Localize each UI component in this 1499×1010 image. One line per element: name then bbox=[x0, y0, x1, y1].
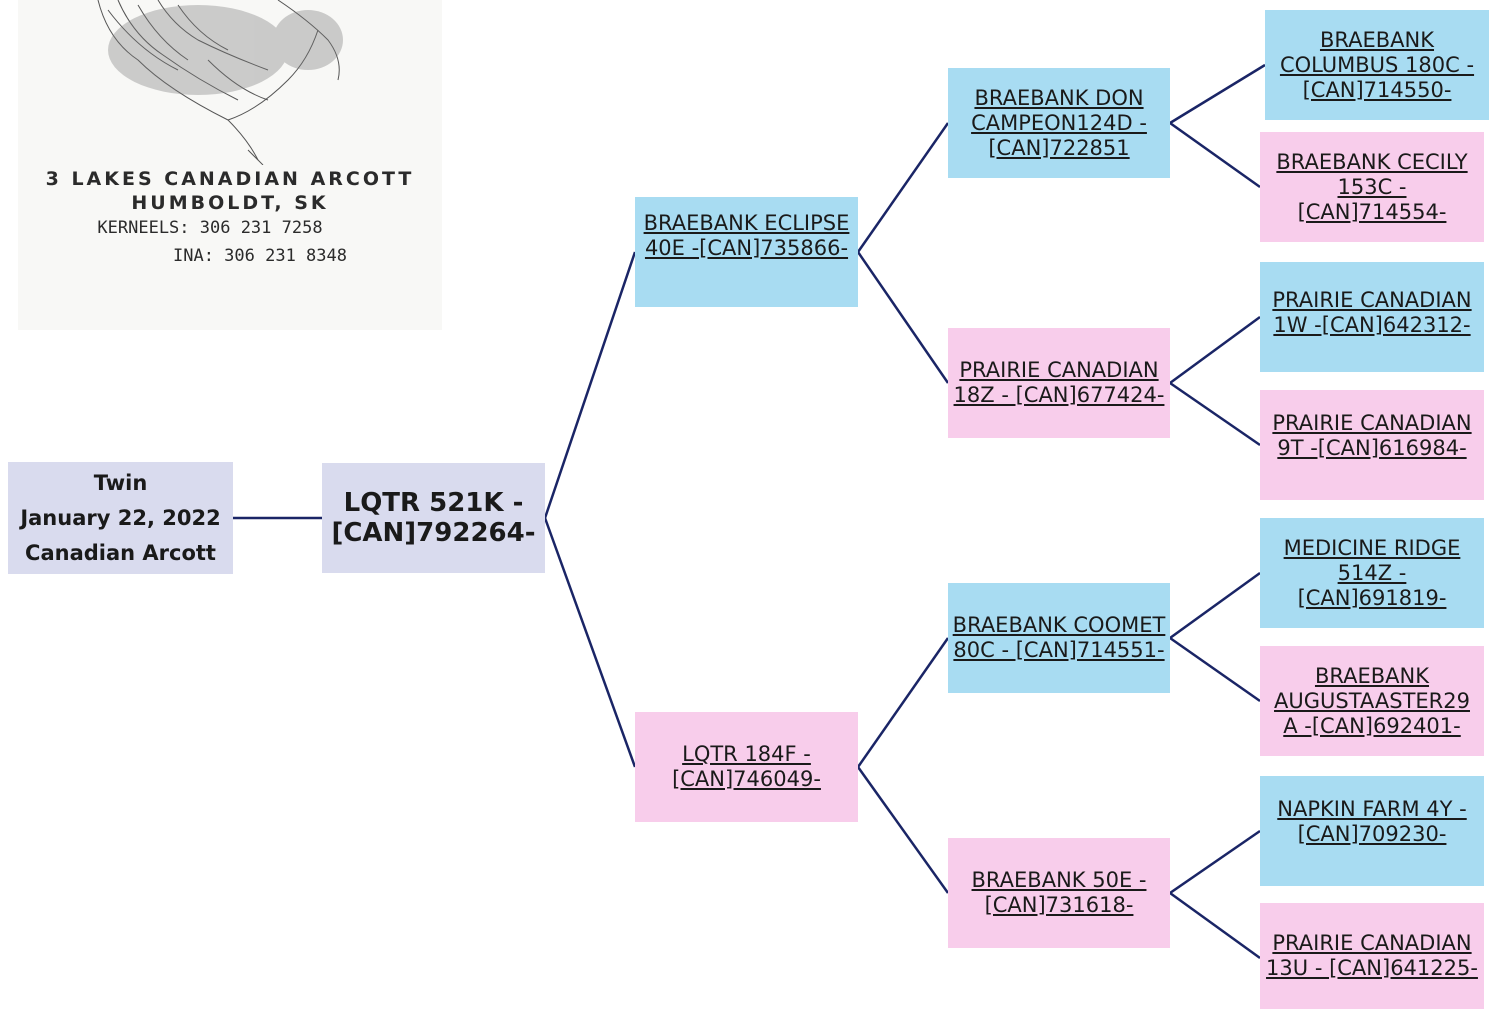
sire-dam-link[interactable]: PRAIRIE CANADIAN 18Z - [CAN]677424- bbox=[953, 358, 1165, 407]
sire-sire-link[interactable]: BRAEBANK DON CAMPEON124D - [CAN]722851 bbox=[971, 85, 1147, 160]
ss-d-connector bbox=[1169, 121, 1261, 189]
dam-dam-connector bbox=[856, 766, 950, 894]
ggp-sd-sire-link[interactable]: PRAIRIE CANADIAN 1W -[CAN]642312- bbox=[1272, 288, 1472, 337]
ss-s-connector bbox=[1169, 63, 1266, 125]
sire-link[interactable]: BRAEBANK ECLIPSE 40E -[CAN]735866- bbox=[643, 211, 850, 260]
subject-birth-date: January 22, 2022 bbox=[20, 505, 221, 530]
root-animal-label: LQTR 521K - [CAN]792264- bbox=[331, 488, 536, 548]
ggp-ds-dam-box: BRAEBANK AUGUSTAASTER29 A -[CAN]692401- bbox=[1260, 646, 1484, 756]
dam-link[interactable]: LQTR 184F - [CAN]746049- bbox=[672, 742, 821, 791]
ggp-ds-sire-link[interactable]: MEDICINE RIDGE 514Z - [CAN]691819- bbox=[1283, 535, 1461, 610]
sd-d-connector bbox=[1169, 381, 1261, 447]
dam-box: LQTR 184F - [CAN]746049- bbox=[635, 712, 858, 822]
ggp-ss-sire-box: BRAEBANK COLUMBUS 180C - [CAN]714550- bbox=[1265, 10, 1489, 120]
sd-s-connector bbox=[1169, 315, 1261, 385]
logo-farm-name: 3 LAKES CANADIAN ARCOTT bbox=[45, 168, 415, 190]
sheep-icon bbox=[97, 0, 343, 165]
ggp-ds-dam-link[interactable]: BRAEBANK AUGUSTAASTER29 A -[CAN]692401- bbox=[1274, 663, 1470, 738]
farm-logo: 3 LAKES CANADIAN ARCOTT HUMBOLDT, SK KER… bbox=[18, 0, 442, 330]
ggp-dd-dam-box: PRAIRIE CANADIAN 13U - [CAN]641225- bbox=[1260, 903, 1484, 1009]
sire-sire-box: BRAEBANK DON CAMPEON124D - [CAN]722851 bbox=[948, 68, 1170, 178]
ggp-ds-sire-box: MEDICINE RIDGE 514Z - [CAN]691819- bbox=[1260, 518, 1484, 628]
ggp-sd-dam-box: PRAIRIE CANADIAN 9T -[CAN]616984- bbox=[1260, 390, 1484, 500]
root-sire-connector bbox=[543, 251, 637, 519]
ggp-ss-sire-link[interactable]: BRAEBANK COLUMBUS 180C - [CAN]714550- bbox=[1279, 27, 1475, 102]
ds-d-connector bbox=[1169, 636, 1261, 703]
ggp-ss-dam-box: BRAEBANK CECILY 153C - [CAN]714554- bbox=[1260, 132, 1484, 242]
subject-info-box: Twin January 22, 2022 Canadian Arcott bbox=[8, 462, 233, 574]
ds-s-connector bbox=[1169, 571, 1261, 640]
root-animal-box: LQTR 521K - [CAN]792264- bbox=[322, 463, 545, 573]
ggp-ss-dam-link[interactable]: BRAEBANK CECILY 153C - [CAN]714554- bbox=[1276, 149, 1468, 224]
sire-sire-connector bbox=[856, 122, 950, 253]
dam-sire-link[interactable]: BRAEBANK COOMET 80C - [CAN]714551- bbox=[952, 613, 1166, 662]
logo-phone-1: KERNEELS: 306 231 7258 bbox=[97, 218, 323, 238]
ggp-dd-sire-link[interactable]: NAPKIN FARM 4Y - [CAN]709230- bbox=[1277, 797, 1467, 846]
logo-location: HUMBOLDT, SK bbox=[131, 192, 329, 214]
ggp-sd-dam-link[interactable]: PRAIRIE CANADIAN 9T -[CAN]616984- bbox=[1272, 411, 1472, 460]
ggp-dd-dam-link[interactable]: PRAIRIE CANADIAN 13U - [CAN]641225- bbox=[1266, 931, 1478, 980]
ggp-sd-sire-box: PRAIRIE CANADIAN 1W -[CAN]642312- bbox=[1260, 262, 1484, 372]
dam-dam-link[interactable]: BRAEBANK 50E - [CAN]731618- bbox=[971, 868, 1147, 917]
dd-s-connector bbox=[1169, 829, 1261, 895]
dam-sire-box: BRAEBANK COOMET 80C - [CAN]714551- bbox=[948, 583, 1170, 693]
dam-dam-box: BRAEBANK 50E - [CAN]731618- bbox=[948, 838, 1170, 948]
sire-dam-connector bbox=[856, 251, 950, 384]
sire-box: BRAEBANK ECLIPSE 40E -[CAN]735866- bbox=[635, 197, 858, 307]
dd-d-connector bbox=[1169, 891, 1261, 960]
subject-breed: Canadian Arcott bbox=[25, 540, 216, 565]
sire-dam-box: PRAIRIE CANADIAN 18Z - [CAN]677424- bbox=[948, 328, 1170, 438]
ggp-dd-sire-box: NAPKIN FARM 4Y - [CAN]709230- bbox=[1260, 776, 1484, 886]
root-dam-connector bbox=[543, 517, 637, 768]
logo-phone-2: INA: 306 231 8348 bbox=[173, 246, 347, 266]
dam-sire-connector bbox=[856, 637, 950, 768]
subject-birth-type: Twin bbox=[93, 470, 148, 495]
